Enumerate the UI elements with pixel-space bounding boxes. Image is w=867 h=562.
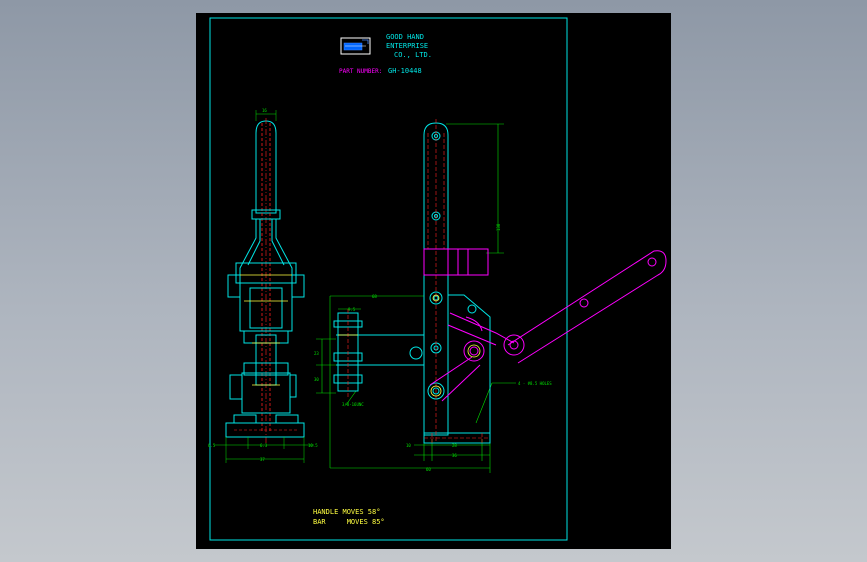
side-dim-mid: 6.3 — [260, 443, 268, 448]
drawing-canvas: GOOD HAND ENTERPRISE CO., LTD. PART NUMB… — [208, 17, 667, 541]
side-view-highlights — [240, 274, 292, 386]
side-dim-base: 37 — [260, 457, 265, 462]
note-handle-moves: HANDLE MOVES 58° — [313, 508, 380, 516]
front-view-body — [333, 122, 491, 444]
company-logo — [340, 37, 371, 55]
front-dim-base-a: 28 — [452, 443, 457, 448]
front-holes-label: 4 - #8.5 HOLES — [518, 381, 552, 386]
drawing-border — [209, 17, 568, 541]
note-bar-moves: BAR MOVES 85° — [313, 518, 385, 526]
front-dim-spindle-h1: 23 — [314, 351, 319, 356]
side-dim-left-small: 6.5 — [208, 443, 216, 448]
company-name-line1: GOOD HAND — [386, 33, 424, 41]
part-number-label: PART NUMBER: — [339, 68, 382, 75]
front-dim-base-left: 10 — [406, 443, 411, 448]
company-name-line2: ENTERPRISE — [386, 42, 428, 50]
side-dim-top: 16 — [262, 108, 267, 113]
front-dim-overall: 60 — [426, 467, 431, 472]
front-dim-spindle-width: 9.5 — [348, 307, 356, 312]
front-view-highlights — [338, 294, 481, 397]
side-dim-right-small: 10.5 — [308, 443, 318, 448]
side-view-dimensions — [214, 437, 314, 463]
part-number-value: GH-10448 — [388, 67, 422, 75]
front-view-moved-position — [423, 248, 667, 402]
front-thread-label: 3/8-16UNC — [342, 402, 364, 407]
front-dim-spindle-h2: 30 — [314, 377, 319, 382]
drawing-sheet: GOOD HAND ENTERPRISE CO., LTD. PART NUMB… — [196, 13, 671, 549]
side-view — [225, 110, 305, 443]
company-name-line3: CO., LTD. — [394, 51, 432, 59]
front-view-hidden-lines — [424, 119, 490, 445]
front-dim-arm: 68 — [372, 294, 377, 299]
front-view-dimensions — [316, 123, 516, 473]
front-dim-base-b: 36 — [452, 453, 457, 458]
front-dim-height: 138 — [496, 223, 501, 231]
